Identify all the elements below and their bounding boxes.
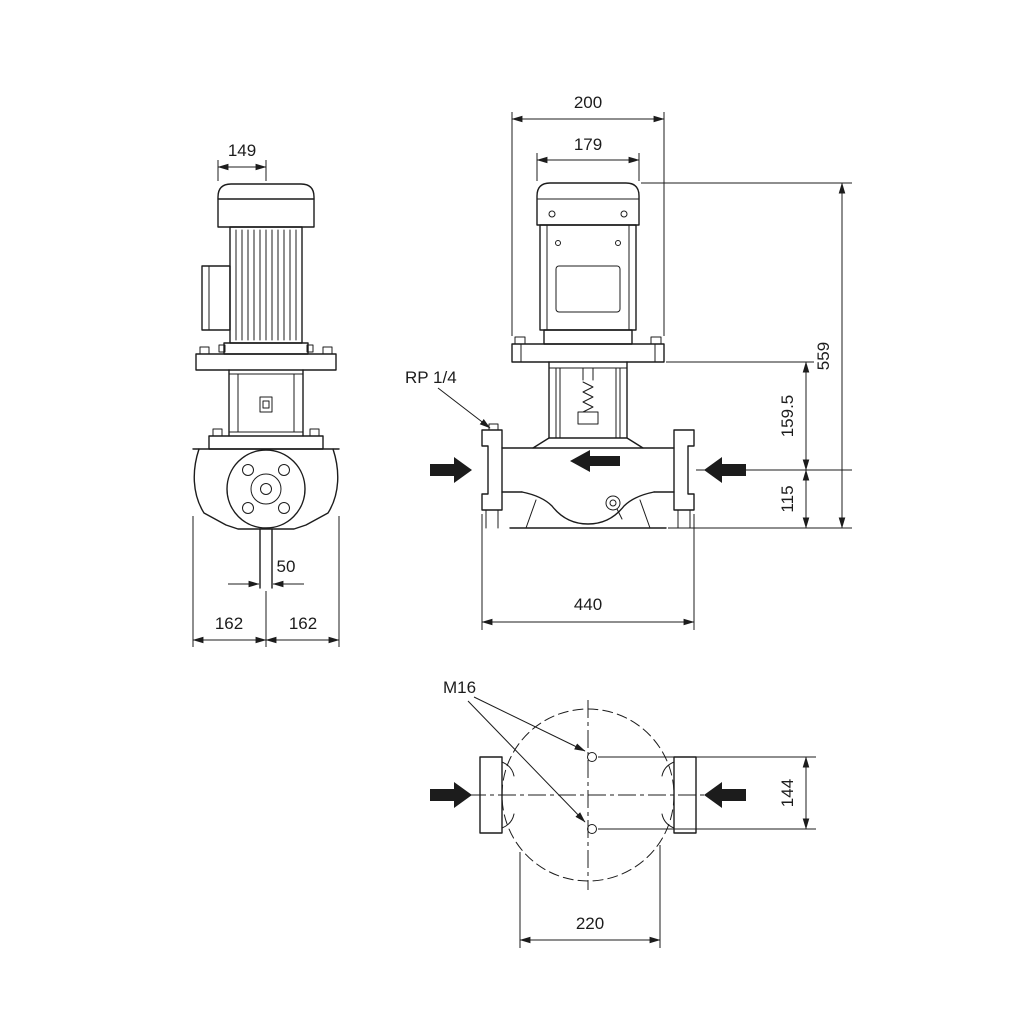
- gauge-tapping-boss: [488, 423, 499, 431]
- suction-flange: [481, 429, 503, 511]
- m16-tapping-top: [587, 752, 597, 762]
- motor-nameplate: [555, 265, 621, 313]
- rp14-label: RP 1/4: [405, 368, 457, 387]
- dim-label-115: 115: [778, 485, 797, 512]
- flow-arrow-right-icon: [704, 782, 746, 808]
- flange-bolt-hole: [242, 464, 254, 476]
- m16-leader-bottom: [467, 700, 586, 823]
- front-dimensions: 200 179 559 159.5 115 440: [405, 93, 852, 630]
- seal-spring: [582, 381, 594, 413]
- plan-dimensions: M16 144 220: [443, 678, 816, 948]
- front-motor: [536, 182, 640, 345]
- flange-bolt-hole: [278, 464, 290, 476]
- m16-tapping-bottom: [587, 824, 597, 834]
- plan-suction-flange: [479, 756, 503, 834]
- flange-bolt-hole: [278, 502, 290, 514]
- view-plan: M16 144 220: [430, 678, 816, 948]
- internal-flow-arrow: [570, 450, 620, 472]
- coupling: [259, 396, 273, 413]
- terminal-box: [201, 265, 231, 331]
- m16-label: M16: [443, 678, 476, 697]
- drain-plug: [605, 495, 621, 511]
- dim-label-559: 559: [814, 342, 833, 370]
- front-lantern: [511, 336, 665, 449]
- side-dimensions: 149 50 162 162: [192, 141, 340, 647]
- flow-arrow-left-icon: [430, 457, 472, 483]
- dim-label-220: 220: [576, 914, 604, 933]
- side-pump-housing: [192, 448, 340, 589]
- front-volute: [481, 423, 695, 529]
- dim-label-50: 50: [277, 557, 296, 576]
- flow-arrow-left-icon: [430, 782, 472, 808]
- port-flange: [226, 449, 306, 529]
- dim-label-162-left: 162: [215, 614, 243, 633]
- motor-cooling-fins: [235, 229, 297, 341]
- dim-label-440: 440: [574, 595, 602, 614]
- side-motor: [201, 183, 315, 355]
- dim-label-179: 179: [574, 135, 602, 154]
- discharge-flange: [673, 429, 695, 511]
- flange-bolt-hole: [242, 502, 254, 514]
- dim-label-144: 144: [778, 779, 797, 807]
- dim-label-149: 149: [228, 141, 256, 160]
- rp14-leader-line: [437, 387, 491, 429]
- m16-leader-top: [473, 696, 586, 752]
- side-lantern: [195, 346, 337, 450]
- view-side: 149 50 162 162: [192, 141, 340, 647]
- dim-label-200: 200: [574, 93, 602, 112]
- view-front: 200 179 559 159.5 115 440: [405, 93, 852, 630]
- dim-label-162-right: 162: [289, 614, 317, 633]
- dim-label-159-5: 159.5: [778, 395, 797, 438]
